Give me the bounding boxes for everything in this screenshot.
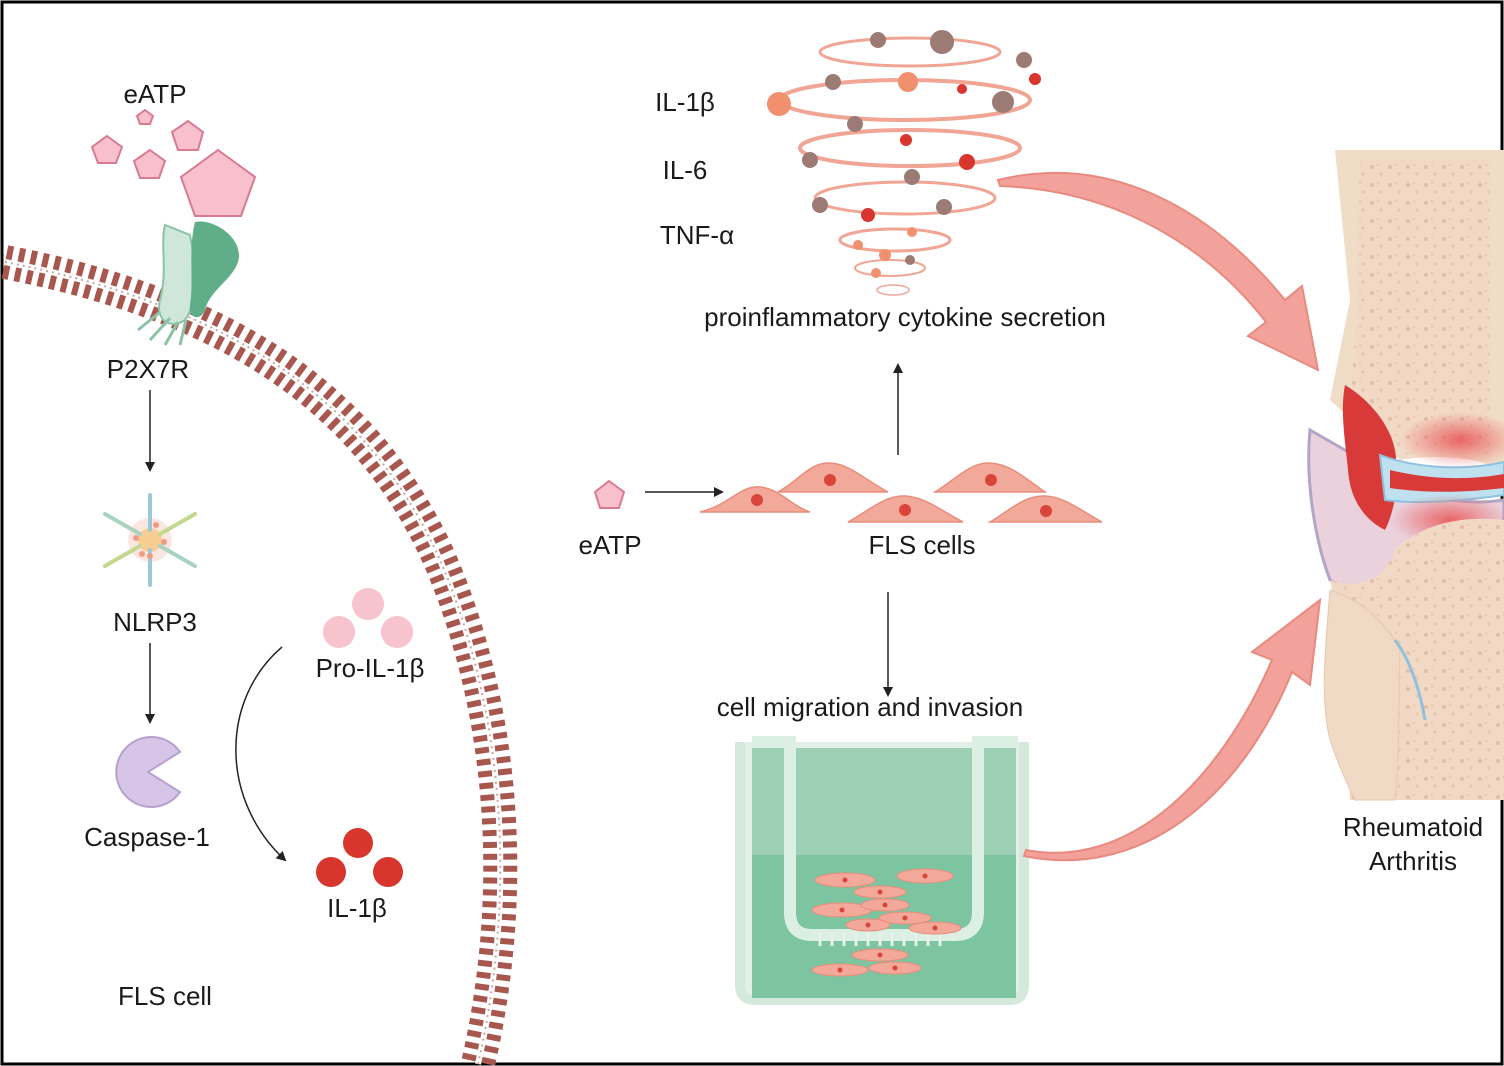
eatp-mid-label: eATP [578,530,641,560]
il1b-sphere [343,828,373,858]
inflammasome-icon [103,493,197,587]
cell-icon [847,495,964,523]
cell-icon [777,462,889,493]
eatp-top-label: eATP [123,79,186,109]
cell-icon [987,495,1103,523]
knee-joint-icon [1307,150,1504,801]
il1b-sphere [316,857,346,887]
fls-cell-label: FLS cell [118,981,212,1011]
pro-il1b-sphere [381,616,413,648]
pentagon-icon [179,148,257,217]
eatp-cluster [90,108,257,217]
big-arrow-cytokine-to-ra [996,171,1320,372]
il1b-cluster [316,828,403,887]
nlrp3-label: NLRP3 [113,607,197,637]
migration-label: cell migration and invasion [717,692,1023,722]
pentagon-icon [593,479,626,509]
ra-label-line2: Arthritis [1369,846,1457,876]
il1b-sphere [373,857,403,887]
big-arrow-migration-to-ra [1022,597,1322,862]
pentagon-icon [90,134,124,164]
p2x7r-label: P2X7R [107,354,189,384]
cytokine-secretion-label: proinflammatory cytokine secretion [704,302,1106,332]
pentagon-icon [170,119,205,151]
cell-icon [699,486,811,513]
pro-il1b-label: Pro-IL-1β [316,653,425,683]
ra-label-line1: Rheumatoid [1343,812,1483,842]
il1b-cytokine-label: IL-1β [655,87,715,117]
fls-cells-group [699,462,1103,523]
receptor-icon [137,221,240,346]
il6-label: IL-6 [663,155,708,185]
il1b-mature-label: IL-1β [327,893,387,923]
caspase1-label: Caspase-1 [84,822,210,852]
transwell-icon [735,736,1029,1005]
pacman-icon [115,736,182,808]
tnfa-label: TNF-α [660,220,734,250]
pro-il1b-cluster [323,588,413,648]
pentagon-icon [132,148,167,179]
pro-il1b-sphere [352,588,384,620]
pentagon-icon [135,108,155,125]
arrow-pro-to-mature [235,646,287,862]
cytokine-particles [767,30,1041,278]
fls-cells-label: FLS cells [869,530,976,560]
pro-il1b-sphere [323,616,355,648]
cell-icon [932,462,1048,493]
